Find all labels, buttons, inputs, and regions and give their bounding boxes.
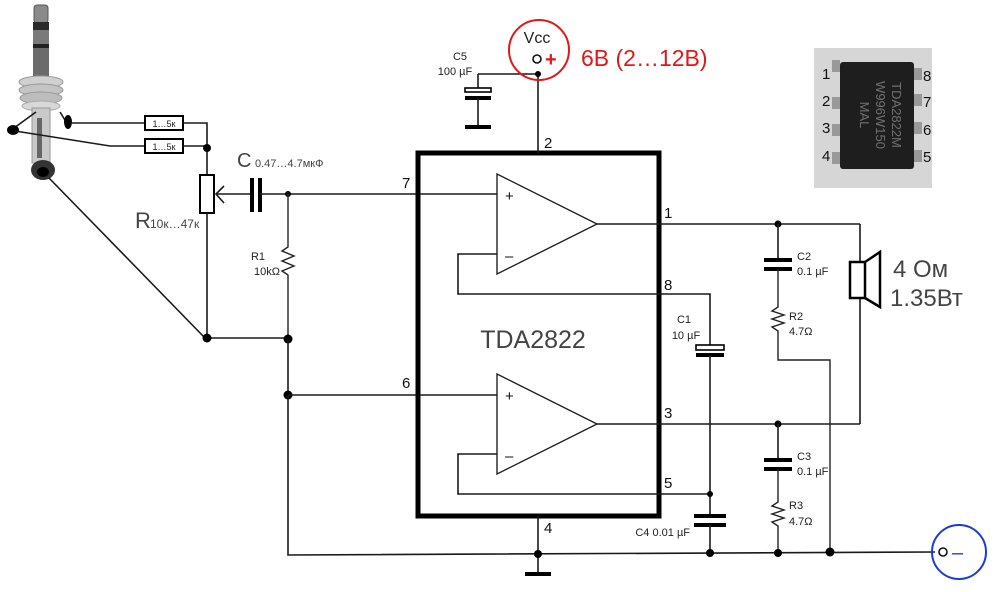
chip-pin-4: 4 [822, 148, 830, 165]
vcc-label: Vcc [524, 30, 551, 47]
vcc-plus-sign: + [545, 49, 557, 71]
r2-resistor [769, 269, 831, 552]
chip-pin-6: 6 [923, 122, 931, 139]
speaker-impedance: 4 Ом [893, 256, 948, 283]
chip-photo: TDA2822M W996W150 MAL 1 2 3 4 8 7 6 5 [814, 48, 932, 188]
jack-tab-right [64, 115, 72, 129]
pin-3-label: 3 [664, 405, 672, 422]
input-resistor-a: 1…5к [144, 115, 184, 131]
amp-b-minus: – [505, 448, 514, 465]
pin-5-label: 5 [664, 475, 672, 492]
c4-label: C4 0.01 µF [635, 527, 690, 539]
chip-marking-3: MAL [857, 102, 872, 129]
pin-7-label: 7 [402, 175, 410, 192]
r1-name: R1 [251, 251, 265, 263]
input-capacitor [250, 178, 262, 212]
r2-value: 4.7Ω [789, 326, 813, 338]
pin-8-label: 8 [664, 277, 672, 294]
chip-marking-2: W996W150 [873, 81, 888, 149]
ground-terminal [938, 547, 948, 557]
pin-2-label: 2 [544, 135, 552, 152]
ic-label: TDA2822 [480, 326, 586, 354]
c5-name: C5 [453, 51, 467, 63]
r1-resistor [280, 194, 296, 338]
input-resistor-a-value: 1…5к [153, 119, 176, 129]
c2-name: C2 [797, 251, 811, 263]
volume-potentiometer [199, 174, 250, 214]
supply-voltage-label: 6B (2…12B) [581, 45, 708, 71]
c1-value: 10 µF [672, 330, 701, 342]
c5-capacitor [464, 74, 492, 129]
vcc-highlight-circle [508, 19, 570, 81]
input-resistor-b-value: 1…5к [153, 142, 176, 152]
chip-pin-2: 2 [822, 93, 830, 110]
r3-value: 4.7Ω [789, 516, 813, 528]
input-cap-label-value: 0.47…4.7мкФ [255, 158, 323, 170]
pot-label-value: 10к…47к [150, 217, 200, 231]
pot-label-prefix: R [135, 208, 151, 233]
chip-pin-1: 1 [822, 66, 830, 83]
r3-resistor [769, 469, 787, 553]
c1-capacitor [695, 344, 725, 357]
c4-capacitor [694, 514, 726, 527]
ground-highlight-circle [931, 524, 987, 580]
amp-a-minus: – [505, 248, 514, 265]
vcc-terminal [532, 54, 542, 64]
c2-capacitor [764, 258, 792, 271]
c2-value: 0.1 µF [797, 266, 829, 278]
c3-capacitor [764, 458, 792, 471]
r2-name: R2 [789, 311, 803, 323]
c3-value: 0.1 µF [797, 466, 829, 478]
junction-dot [203, 144, 211, 152]
c5-value: 100 µF [438, 66, 473, 78]
c1-name: C1 [677, 314, 691, 326]
amplifier-b: + – [420, 372, 860, 495]
speaker [848, 249, 882, 310]
jack-tab-left [7, 125, 19, 135]
input-resistor-b: 1…5к [144, 138, 184, 154]
audio-jack-plug [13, 4, 69, 180]
r1-value: 10kΩ [254, 266, 280, 278]
wire-jack-left [14, 130, 145, 147]
speaker-power: 1.35Вт [890, 285, 963, 312]
ground-minus-sign: – [952, 542, 964, 564]
input-cap-label-prefix: C [237, 150, 251, 172]
wire-jack-ground [48, 177, 206, 339]
pin-4-label: 4 [544, 520, 552, 537]
chip-marking-1: TDA2822M [889, 82, 904, 148]
amplifier-a: + – [420, 172, 860, 345]
pin-6-label: 6 [402, 375, 410, 392]
jack-tab-ground [37, 167, 49, 177]
ground-rail [287, 395, 936, 556]
c3-name: C3 [797, 451, 811, 463]
chip-pin-7: 7 [923, 94, 931, 111]
amp-b-plus: + [505, 388, 514, 405]
amp-a-plus: + [505, 188, 514, 205]
chip-pin-5: 5 [923, 149, 931, 166]
pin-1-label: 1 [664, 205, 672, 222]
r3-name: R3 [789, 500, 803, 512]
chip-pin-3: 3 [822, 120, 830, 137]
chip-pin-8: 8 [923, 68, 931, 85]
